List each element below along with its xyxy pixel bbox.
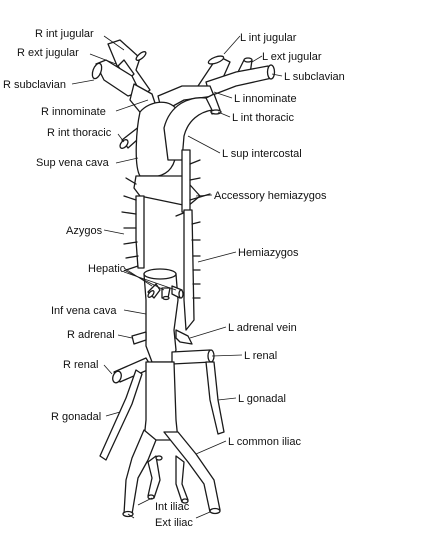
label-l-subclavian: L subclavian bbox=[284, 71, 345, 83]
right-int-iliac-end bbox=[147, 494, 155, 500]
label-l-sup-intercostal: L sup intercostal bbox=[222, 148, 302, 160]
label-l-ext-jugular: L ext jugular bbox=[262, 51, 322, 63]
label-inf-vena-cava: Inf vena cava bbox=[51, 305, 117, 317]
label-l-int-thoracic: L int thoracic bbox=[232, 112, 294, 124]
right-int-thoracic-end bbox=[119, 139, 129, 149]
ivc-top-opening bbox=[143, 268, 177, 280]
leader-lines bbox=[71, 35, 283, 519]
label-l-common-iliac: L common iliac bbox=[228, 436, 301, 448]
hepatic-vein-right-end bbox=[178, 289, 184, 299]
left-common-iliac-vein bbox=[163, 431, 221, 513]
left-ext-iliac-end bbox=[209, 507, 221, 515]
label-r-int-jugular: R int jugular bbox=[35, 28, 94, 40]
label-accessory-hemiazygos: Accessory hemiazygos bbox=[214, 190, 327, 202]
label-r-gonadal: R gonadal bbox=[51, 411, 101, 423]
left-subclavian-end bbox=[266, 64, 276, 80]
hepatic-vein-middle-end bbox=[162, 295, 170, 301]
label-l-renal: L renal bbox=[244, 350, 277, 362]
label-r-subclavian: R subclavian bbox=[3, 79, 66, 91]
inferior-vena-cava-lower bbox=[143, 361, 179, 441]
right-renal-end bbox=[112, 370, 122, 384]
left-int-iliac-end bbox=[181, 498, 189, 504]
label-l-gonadal: L gonadal bbox=[238, 393, 286, 405]
label-sup-vena-cava: Sup vena cava bbox=[36, 157, 110, 169]
label-r-adrenal: R adrenal bbox=[67, 329, 115, 341]
label-r-ext-jugular: R ext jugular bbox=[17, 47, 79, 59]
left-int-thoracic-end bbox=[210, 109, 222, 115]
label-r-renal: R renal bbox=[63, 359, 98, 371]
right-subclavian-end bbox=[91, 62, 103, 80]
left-sup-intercostal-vein bbox=[163, 97, 213, 161]
azygos-tributaries bbox=[121, 177, 139, 271]
right-gonadal-vein bbox=[99, 369, 143, 461]
accessory-hemiazygos-vein bbox=[181, 149, 191, 213]
label-int-iliac: Int iliac bbox=[155, 501, 190, 513]
label-l-adrenal-vein: L adrenal vein bbox=[228, 322, 297, 334]
azygos-vein bbox=[135, 195, 145, 269]
label-ext-iliac: Ext iliac bbox=[155, 517, 193, 529]
label-l-innominate: L innominate bbox=[234, 93, 297, 105]
labels: R int jugular R ext jugular R subclavian… bbox=[3, 28, 345, 529]
label-r-int-thoracic: R int thoracic bbox=[47, 127, 112, 139]
vein-drawing bbox=[91, 39, 276, 518]
label-hepatic: Hepatic bbox=[88, 263, 126, 275]
left-gonadal-vein bbox=[205, 361, 225, 435]
left-ext-jugular-end bbox=[243, 57, 253, 63]
left-int-iliac-vein bbox=[175, 455, 189, 503]
label-l-int-jugular: L int jugular bbox=[240, 32, 297, 44]
pelvic-branch-end bbox=[155, 455, 163, 461]
hepatic-vein-left-end bbox=[147, 290, 155, 298]
label-azygos: Azygos bbox=[66, 225, 103, 237]
label-r-innominate: R innominate bbox=[41, 106, 106, 118]
left-adrenal-vein bbox=[175, 329, 193, 345]
right-adrenal-vein bbox=[131, 331, 147, 345]
right-int-iliac-vein bbox=[147, 455, 161, 499]
hemiazygos-tributaries bbox=[191, 221, 201, 299]
right-ext-jugular-end bbox=[135, 51, 147, 61]
label-hemiazygos: Hemiazygos bbox=[238, 247, 299, 259]
left-int-jugular-end bbox=[207, 55, 225, 65]
